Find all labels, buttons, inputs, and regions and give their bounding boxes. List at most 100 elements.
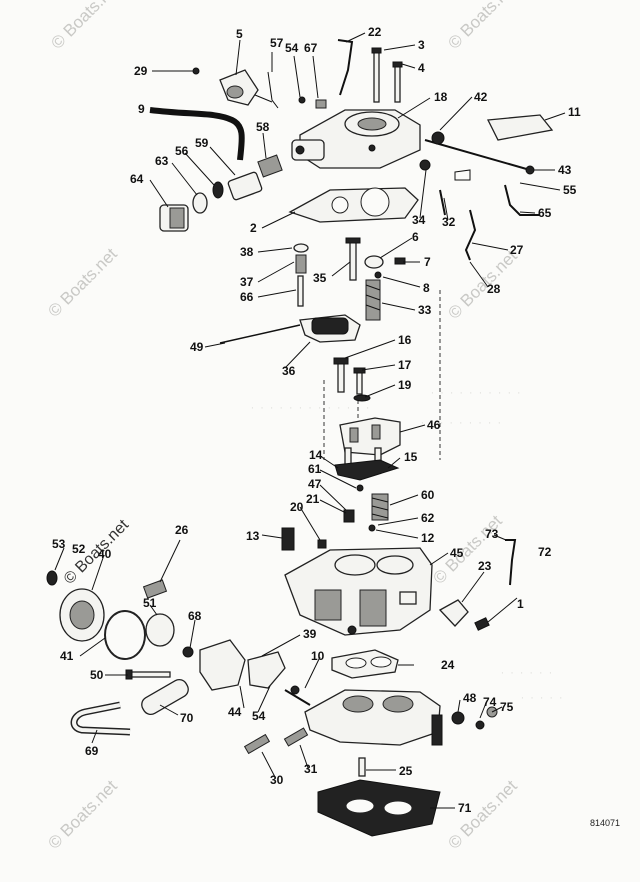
callout-12: 12 <box>421 531 435 545</box>
callout-5: 5 <box>236 27 243 41</box>
callout-61: 61 <box>308 462 322 476</box>
callout-66: 66 <box>240 290 254 304</box>
svg-text:· · · · · · · · ·: · · · · · · · · · <box>420 419 502 428</box>
callout-labels: 1 2 3 4 5 6 7 8 9 10 11 12 13 14 15 16 1… <box>52 25 581 815</box>
right-small-parts-drawing <box>451 706 498 730</box>
callout-68: 68 <box>188 609 202 623</box>
fuel-hose-drawing <box>149 107 245 161</box>
callout-56: 56 <box>175 144 189 158</box>
air-horn-drawing <box>291 109 421 169</box>
callout-62: 62 <box>421 511 435 525</box>
callout-49: 49 <box>190 340 204 354</box>
callout-53: 53 <box>52 537 66 551</box>
pump-plunger-drawing <box>345 237 381 321</box>
callout-46: 46 <box>427 418 441 432</box>
callout-60: 60 <box>421 488 435 502</box>
callout-67: 67 <box>304 41 318 55</box>
callout-33: 33 <box>418 303 432 317</box>
cluster-screws-drawing <box>333 357 371 402</box>
callout-1: 1 <box>517 597 524 611</box>
callout-14: 14 <box>309 448 323 462</box>
watermark-text: © Boats.net <box>429 511 506 588</box>
rod-73-drawing <box>505 539 517 586</box>
svg-text:· · · · · · · · · · · · ·: · · · · · · · · · · · · · <box>250 404 370 413</box>
callout-8: 8 <box>423 281 430 295</box>
link-rod-drawing <box>337 39 354 96</box>
callout-38: 38 <box>240 245 254 259</box>
callout-25: 25 <box>399 764 413 778</box>
callout-26: 26 <box>175 523 189 537</box>
top-gasket-drawing <box>288 187 419 223</box>
callout-22: 22 <box>368 25 382 39</box>
callout-51: 51 <box>143 596 157 610</box>
throttle-body-drawing <box>304 689 443 746</box>
callout-43: 43 <box>558 163 572 177</box>
callout-72: 72 <box>538 545 552 559</box>
callout-55: 55 <box>563 183 577 197</box>
watermark-text: © Boats.net <box>444 776 521 853</box>
choke-housing-drawing <box>59 579 311 706</box>
callout-6: 6 <box>412 230 419 244</box>
callout-35: 35 <box>313 271 327 285</box>
flange-gasket-drawing <box>331 649 399 679</box>
callout-75: 75 <box>500 700 514 714</box>
callout-3: 3 <box>418 38 425 52</box>
screw-drawing <box>298 96 306 104</box>
callout-41: 41 <box>60 649 74 663</box>
background-bleed-text: · · · · · · · · · · · · · · · · · · · · … <box>250 389 563 703</box>
callout-31: 31 <box>304 762 318 776</box>
fuel-inlet-drawing <box>159 154 283 232</box>
callout-58: 58 <box>256 120 270 134</box>
callout-28: 28 <box>487 282 501 296</box>
callout-24: 24 <box>441 658 455 672</box>
tube-69-inner <box>72 703 131 734</box>
callout-40: 40 <box>98 547 112 561</box>
callout-39: 39 <box>303 627 317 641</box>
svg-text:· · · · · · · · · ·: · · · · · · · · · · <box>430 389 521 398</box>
svg-text:· · · · · ·: · · · · · · <box>500 669 553 678</box>
callout-74: 74 <box>483 695 497 709</box>
bracket-drawing <box>315 99 327 109</box>
callout-7: 7 <box>424 255 431 269</box>
callout-16: 16 <box>398 333 412 347</box>
choke-pulloff-drawing <box>219 69 273 106</box>
leader-lines <box>54 32 566 809</box>
callout-34: 34 <box>412 213 426 227</box>
callout-50: 50 <box>90 668 104 682</box>
callout-47: 47 <box>308 477 322 491</box>
base-gasket-drawing <box>317 779 441 837</box>
pump-spring-drawing <box>317 484 389 549</box>
clip-drawing <box>364 255 406 279</box>
callout-19: 19 <box>398 378 412 392</box>
callout-71: 71 <box>458 801 472 815</box>
spring-drawing <box>281 527 295 551</box>
figure-number: 814071 <box>590 818 620 828</box>
callout-10: 10 <box>311 649 325 663</box>
watermark-text: © Boats.net <box>47 0 124 53</box>
callout-4: 4 <box>418 61 425 75</box>
callout-29: 29 <box>134 64 148 78</box>
float-drawing <box>219 243 361 344</box>
callout-42: 42 <box>474 90 488 104</box>
callout-11: 11 <box>568 105 581 119</box>
callout-54b: 54 <box>252 709 266 723</box>
callout-54: 54 <box>285 41 299 55</box>
callout-15: 15 <box>404 450 418 464</box>
callout-23: 23 <box>478 559 492 573</box>
callout-9: 9 <box>138 102 145 116</box>
idle-screws-drawing <box>243 727 366 777</box>
linkage-drawing <box>419 114 554 261</box>
cluster-gasket-drawing <box>334 459 400 481</box>
callout-21: 21 <box>306 492 320 506</box>
callout-65: 65 <box>538 206 552 220</box>
callout-30: 30 <box>270 773 284 787</box>
watermark-text: © Boats.net <box>444 0 521 53</box>
callout-27: 27 <box>510 243 524 257</box>
callout-63: 63 <box>155 154 169 168</box>
cover-screws-drawing <box>371 47 403 103</box>
callout-45: 45 <box>450 546 464 560</box>
clip-53-drawing <box>46 570 58 586</box>
callout-36: 36 <box>282 364 296 378</box>
